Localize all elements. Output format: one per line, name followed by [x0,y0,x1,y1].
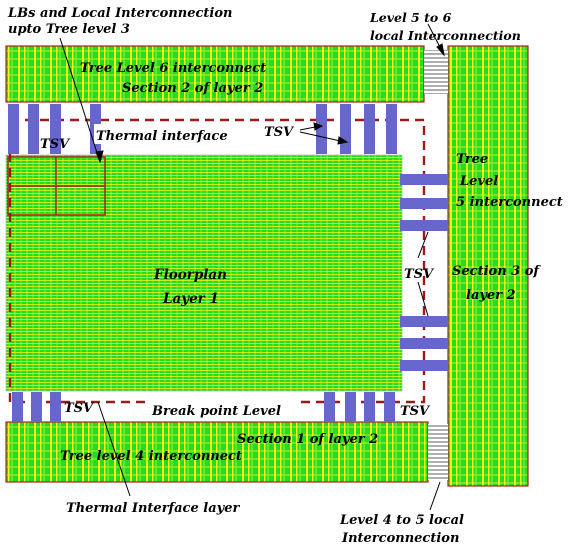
lvl56-label-line2: local Interconnection [370,28,521,43]
tsv-pillar [8,104,19,154]
lvl45-pointer-arrow [429,481,441,511]
tsv-pillar [316,104,327,154]
tsv-pillar [364,392,375,422]
lbs-label-line2: upto Tree level 3 [8,22,130,37]
tsv-pillar [324,392,335,422]
pointer-arrows [59,23,445,511]
level-4-5-wire-bundle [428,424,448,480]
level-5-6-wire-bundle [424,50,448,94]
tree-level-5-label-line3: 5 interconnect [456,195,563,210]
lvl56-label-line1: Level 5 to 6 [369,10,452,25]
lvl45-label-line2: Interconnection [341,531,459,546]
tsv-pillar [400,198,448,209]
tree-level-4-label: Tree level 4 interconnect [60,449,242,464]
thermal-interface-layer-label: Thermal Interface layer [66,501,240,516]
tsv-right-pointer-arrow-1 [417,231,429,259]
section-1-label: Section 1 of layer 2 [237,432,378,447]
section-1-layer-2 [5,421,429,483]
section-3-label-line1: Section 3 of [452,264,541,279]
tsv-pillar [400,360,448,371]
lvl45-label-line1: Level 4 to 5 local [339,513,464,528]
section-3-label-line2: layer 2 [466,288,516,303]
tree-level-5-label-line1: Tree [456,152,488,167]
floorplan-layer-1 [5,154,403,392]
lbs-pointer-arrow [59,37,101,163]
section-2-label: Section 2 of layer 2 [122,81,263,96]
tsv-pillar [384,392,395,422]
tsv-pillar [400,220,448,231]
section-3-layer-2 [447,45,529,487]
tsv-top-pointer-arrow-2 [299,131,346,143]
thermal-interface-label: Thermal interface [96,129,228,144]
tsv-pillar [400,338,448,349]
tsv-pillar [12,392,23,422]
tsv-bottom-left-label: TSV [64,401,95,416]
thermal-layer-pointer-arrow [97,401,131,497]
tsv-top-left-label: TSV [40,137,71,152]
tsv-pillar [400,316,448,327]
floorplan-label-line1: Floorplan [153,267,227,283]
tsv-pillar [345,392,356,422]
breakpoint-label: Break point Level [151,404,281,419]
tree-level-5-label-line2: Level [459,174,498,189]
tsv-right-group [400,174,448,371]
tsv-bottom-group [12,392,395,422]
tsv-pillar [50,104,61,154]
tree-level-6-label: Tree Level 6 interconnect [80,61,266,76]
tsv-pillar [50,392,61,422]
tsv-pillar [400,174,448,185]
thermal-interface-label-bg [94,124,242,144]
tsv-right-pointer-arrow-2 [417,281,429,317]
tsv-pillar [28,104,39,154]
tsv-top-right-label: TSV [264,125,295,140]
tsv-pillar [364,104,375,154]
floorplan-label-line2: Layer 1 [162,291,219,307]
tsv-pillar [340,104,351,154]
tsv-pillar [31,392,42,422]
tsv-right-label: TSV [404,267,435,282]
lbs-label-line1: LBs and Local Interconnection [7,6,232,21]
tsv-pillar [386,104,397,154]
tsv-bottom-right-label: TSV [400,404,431,419]
breakpoint-label-bg [148,400,298,420]
